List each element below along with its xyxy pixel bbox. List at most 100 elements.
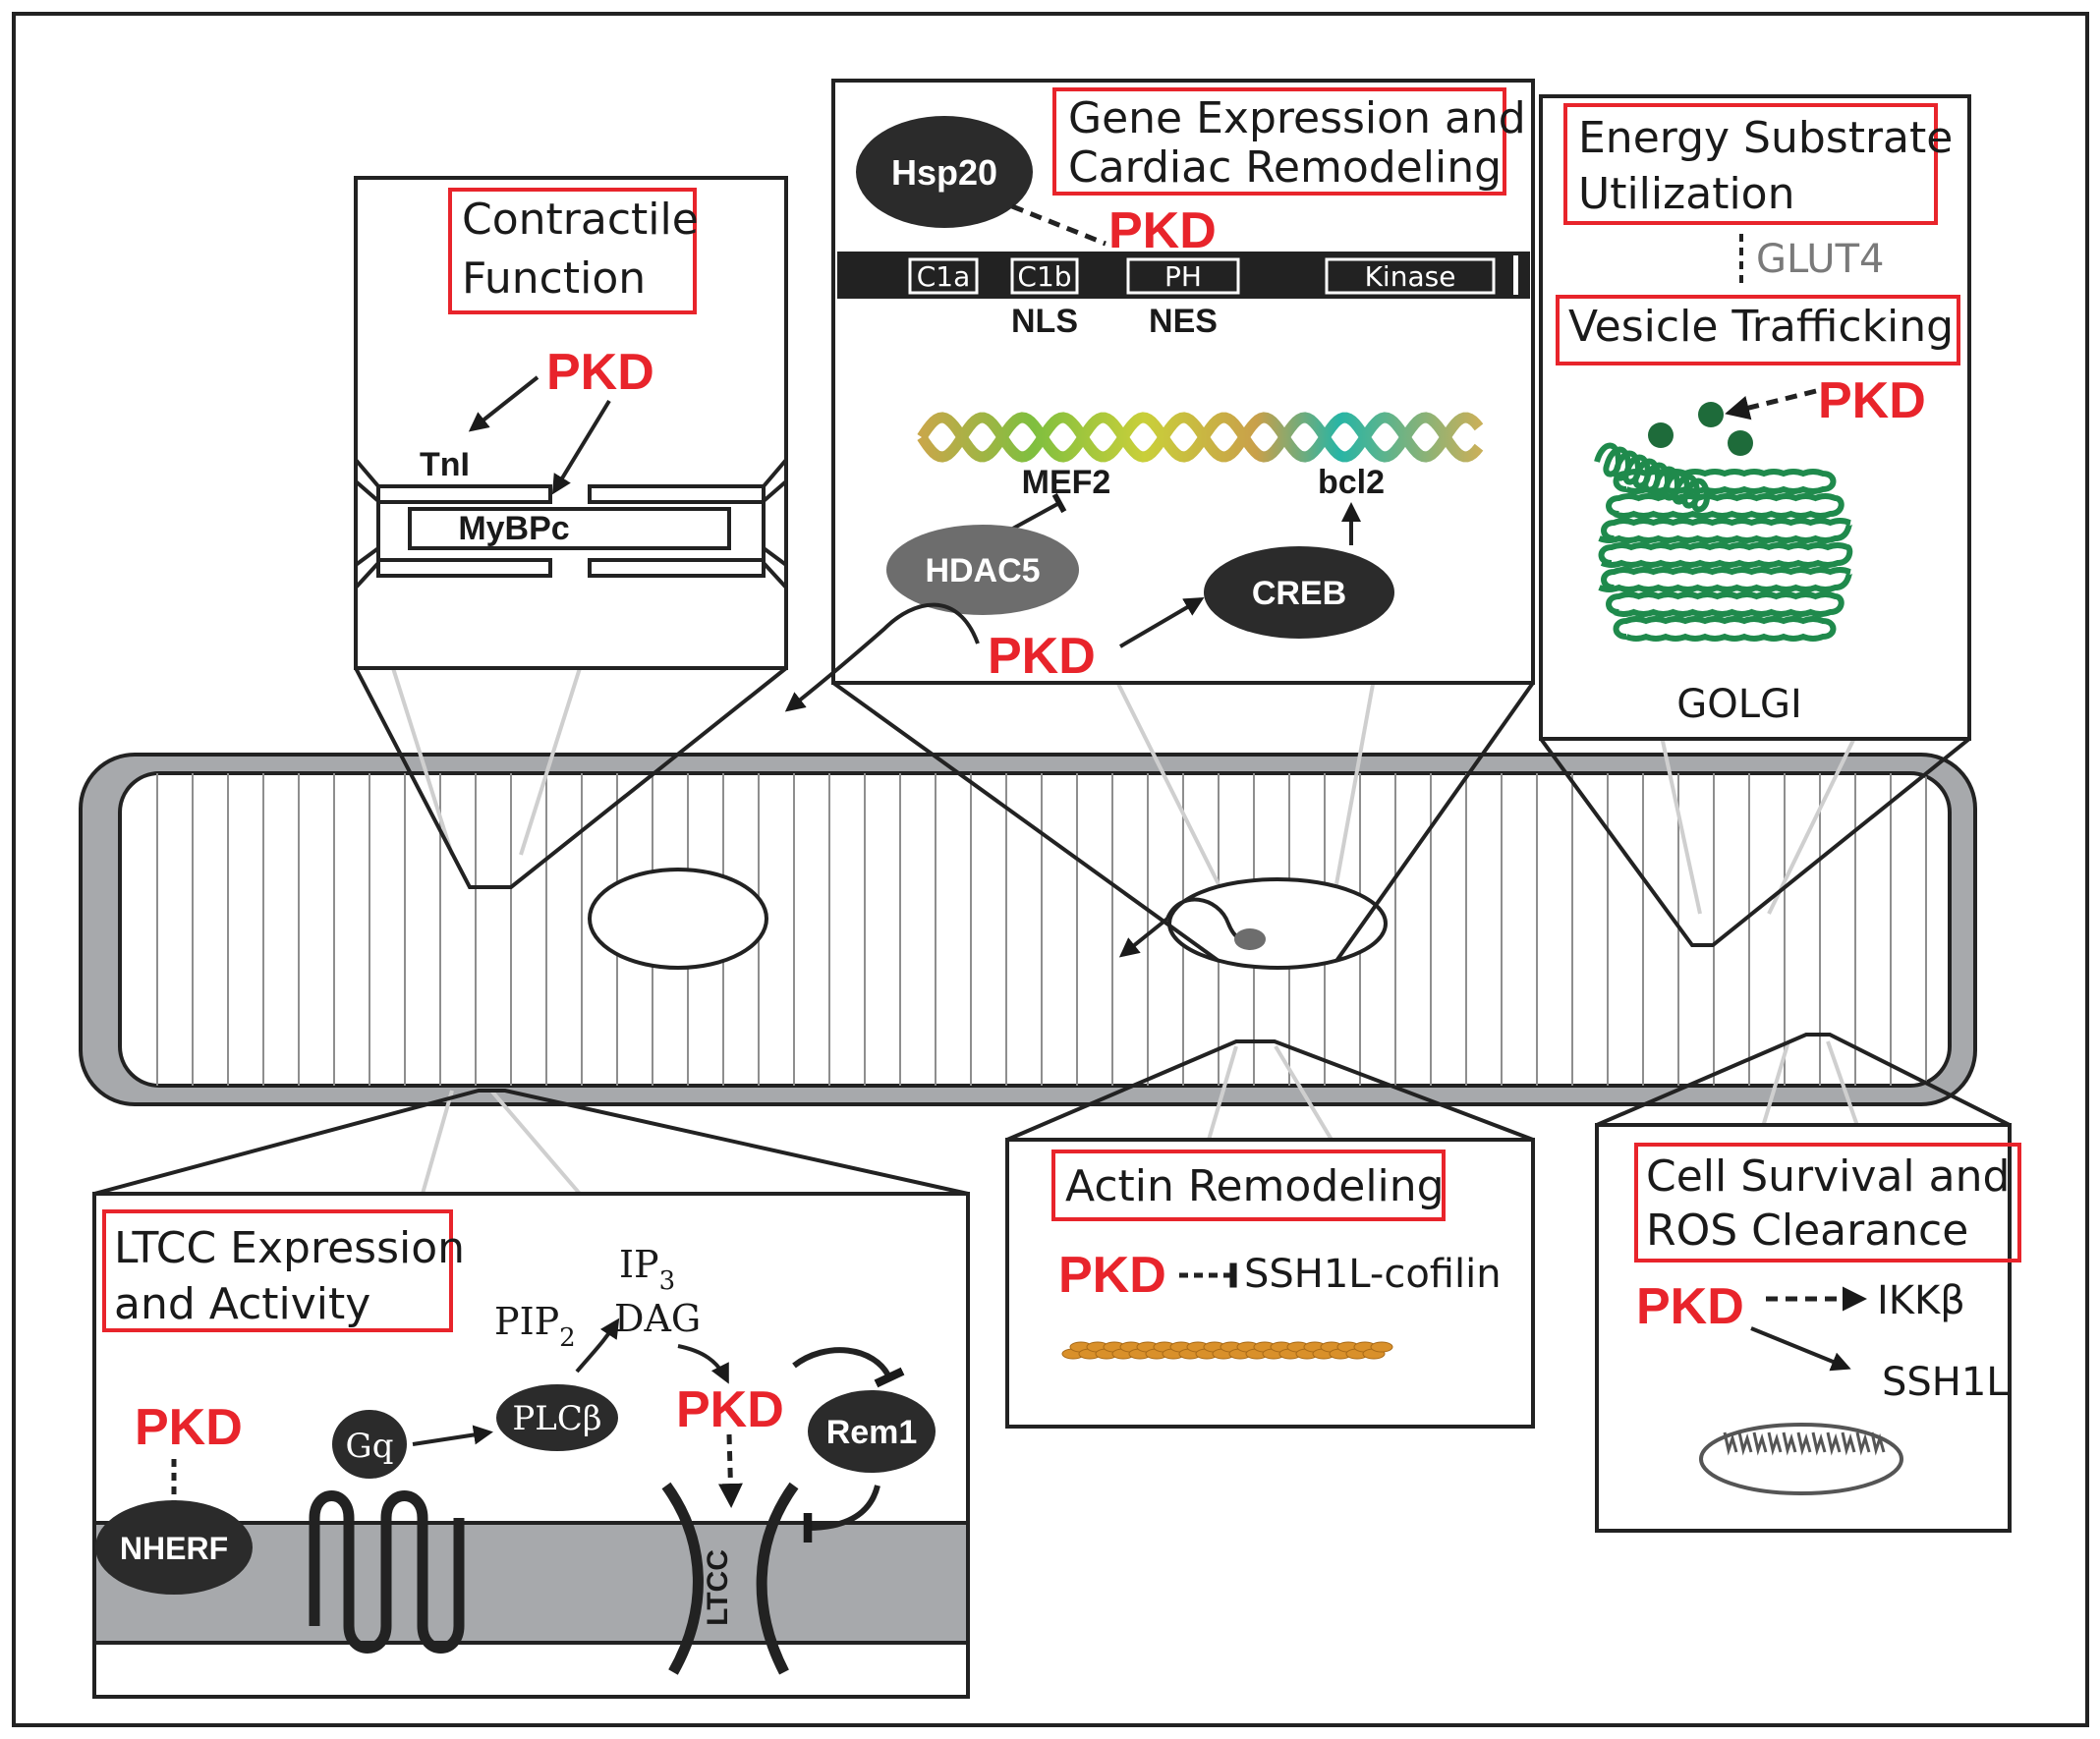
actin-pkd-label: PKD bbox=[1058, 1247, 1166, 1304]
thin-filament-bottom-left bbox=[376, 558, 552, 578]
cell-cytoplasm bbox=[118, 771, 1952, 1088]
pip2-label: PIP2 bbox=[494, 1300, 576, 1353]
vesicles bbox=[1648, 402, 1753, 456]
energy-panel-box bbox=[1539, 94, 1971, 741]
actin-title-box bbox=[1051, 1150, 1446, 1221]
pkd-to-creb-arrow bbox=[1118, 596, 1205, 648]
golgi-top-fringe bbox=[1594, 442, 1711, 513]
pkd-to-vesicle-dashed-arrow bbox=[1725, 388, 1817, 421]
hdac5-label: HDAC5 bbox=[925, 552, 1040, 589]
plcb-ellipse bbox=[496, 1384, 618, 1451]
gq-label: Gq bbox=[346, 1427, 394, 1466]
plcb-label: PLCβ bbox=[512, 1399, 601, 1438]
crista bbox=[1811, 1431, 1827, 1456]
gene-title-line1: Gene Expression and bbox=[1068, 93, 1526, 143]
ltcc-channel-left bbox=[661, 1482, 704, 1675]
ip3-label: IP3 bbox=[619, 1243, 675, 1296]
mitochondrion bbox=[1699, 1423, 1903, 1495]
ltcc-pkd-left-label: PKD bbox=[135, 1399, 243, 1456]
contractile-title-line2: Function bbox=[462, 253, 646, 304]
domain-c1b: C1b bbox=[1017, 260, 1071, 293]
gene-title-box bbox=[1052, 87, 1506, 196]
panel-actin-remodeling: Actin Remodeling PKD SSH1L-cofilin bbox=[1005, 1138, 1535, 1429]
pkd-to-mybpc-arrow bbox=[551, 399, 611, 495]
crista bbox=[1767, 1431, 1783, 1456]
nherf-ellipse bbox=[95, 1500, 253, 1595]
golgi-apparatus bbox=[1594, 442, 1853, 642]
nucleus-left bbox=[588, 868, 768, 970]
pip2-base: PIP bbox=[494, 1300, 559, 1343]
energy-pkd-label: PKD bbox=[1818, 372, 1926, 429]
crista bbox=[1737, 1431, 1753, 1456]
nherf-label: NHERF bbox=[120, 1531, 228, 1566]
nucleus-right bbox=[1167, 877, 1388, 970]
thin-filament-bottom-right bbox=[588, 558, 766, 578]
survival-title-line1: Cell Survival and bbox=[1646, 1151, 2010, 1202]
ltcc-channel-label: LTCC bbox=[702, 1549, 734, 1626]
actin-monomer bbox=[1370, 1341, 1393, 1353]
survival-title-line2: ROS Clearance bbox=[1646, 1206, 1968, 1256]
panel-cell-survival: Cell Survival and ROS Clearance PKD IKKβ… bbox=[1595, 1123, 2021, 1533]
nes-label: NES bbox=[1149, 303, 1218, 340]
rem1-inhibits-ltcc bbox=[803, 1485, 880, 1543]
panel-gene-expression: Gene Expression and Cardiac Remodeling H… bbox=[784, 79, 1535, 712]
hsp20-label: Hsp20 bbox=[891, 152, 997, 193]
domain-kinase: Kinase bbox=[1365, 260, 1456, 293]
ltcc-channel-right bbox=[756, 1482, 799, 1675]
golgi-cisterna bbox=[1606, 591, 1845, 617]
sarcomere bbox=[354, 458, 788, 589]
ip3-base: IP bbox=[619, 1243, 659, 1286]
gq-ellipse bbox=[332, 1410, 407, 1479]
gpcr-receptor bbox=[309, 1490, 465, 1654]
ltcc-title-line2: and Activity bbox=[114, 1279, 370, 1329]
gene-pkd-bottom-label: PKD bbox=[988, 628, 1096, 685]
survival-title-box bbox=[1634, 1143, 2021, 1262]
dna-helix bbox=[917, 412, 1484, 463]
ltcc-title-line1: LTCC Expression bbox=[114, 1223, 465, 1273]
energy-title-line1: Energy Substrate bbox=[1578, 113, 1953, 163]
thick-filament bbox=[408, 507, 731, 550]
nls-label: NLS bbox=[1011, 303, 1078, 340]
hdac5-ellipse bbox=[886, 525, 1079, 615]
ikkb-label: IKKβ bbox=[1877, 1278, 1965, 1323]
crista bbox=[1723, 1431, 1738, 1456]
glut4-label: GLUT4 bbox=[1756, 237, 1884, 282]
ip3-sub: 3 bbox=[659, 1266, 676, 1296]
projection-lines bbox=[93, 666, 2011, 1196]
cardiomyocyte bbox=[79, 753, 1977, 1106]
pkd-to-ltcc-dashed-arrow bbox=[717, 1433, 743, 1508]
mybpc-label: MyBPc bbox=[458, 510, 569, 547]
actin-filament bbox=[1061, 1341, 1393, 1360]
domain-bar-end-mark bbox=[1513, 255, 1518, 295]
vesicle-title-box bbox=[1556, 295, 1960, 365]
contractile-panel-box bbox=[354, 176, 788, 670]
mitochondrion-cristae bbox=[1723, 1431, 1886, 1456]
rem1-ellipse bbox=[808, 1390, 936, 1473]
dag-to-pkd-arrow bbox=[677, 1344, 729, 1384]
crista bbox=[1870, 1431, 1886, 1456]
panel-energy-substrate: Energy Substrate Utilization GLUT4 Vesic… bbox=[1539, 94, 1971, 741]
energy-title-box bbox=[1563, 103, 1938, 225]
ssh1l-label: SSH1L bbox=[1882, 1360, 2009, 1405]
projection-lines-gray bbox=[391, 667, 1864, 1196]
creb-ellipse bbox=[1204, 546, 1394, 639]
hsp20-pkd-dashed-link bbox=[1011, 203, 1107, 247]
creb-label: CREB bbox=[1252, 575, 1346, 612]
domain-ph: PH bbox=[1164, 260, 1202, 293]
nuclear-pkd-dot bbox=[1234, 928, 1266, 950]
golgi-cisterna bbox=[1598, 542, 1853, 568]
rem1-label: Rem1 bbox=[826, 1414, 918, 1451]
ltcc-pkd-right-label: PKD bbox=[676, 1381, 784, 1438]
golgi-cisterna bbox=[1598, 567, 1853, 592]
mef2-label: MEF2 bbox=[1022, 464, 1111, 501]
crista bbox=[1841, 1431, 1856, 1456]
golgi-label: GOLGI bbox=[1676, 682, 1802, 727]
crista bbox=[1782, 1431, 1797, 1456]
tni-label: TnI bbox=[420, 446, 470, 483]
ltcc-title-box bbox=[102, 1209, 453, 1332]
actin-title: Actin Remodeling bbox=[1065, 1161, 1445, 1211]
dag-label: DAG bbox=[614, 1297, 701, 1340]
golgi-cisterna bbox=[1598, 518, 1853, 543]
